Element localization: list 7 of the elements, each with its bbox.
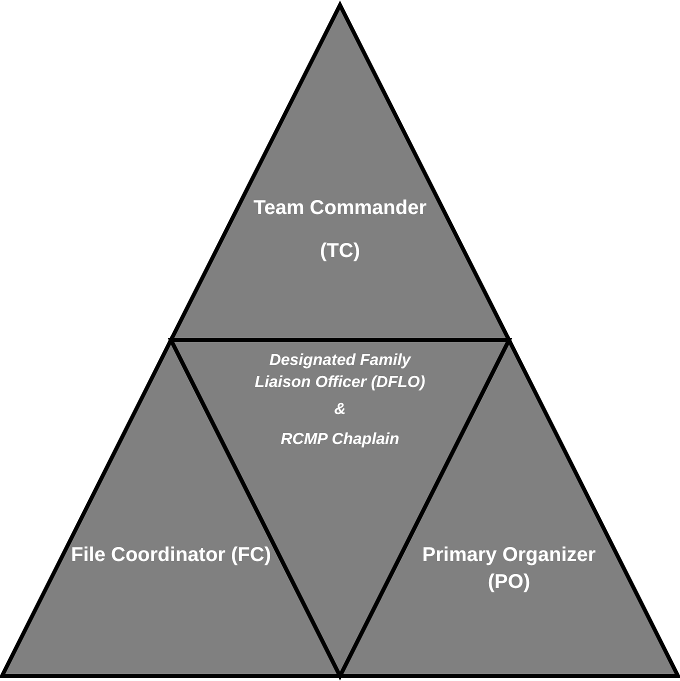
role-label: File Coordinator (FC) xyxy=(71,543,271,568)
role-label: & xyxy=(334,400,346,420)
role-label: Primary Organizer (PO) xyxy=(421,543,597,595)
role-label: RCMP Chaplain xyxy=(280,430,400,450)
role-label: Team Commander xyxy=(253,196,426,221)
role-label: Designated Family Liaison Officer (DFLO) xyxy=(254,351,426,393)
role-label: (TC) xyxy=(320,239,360,264)
